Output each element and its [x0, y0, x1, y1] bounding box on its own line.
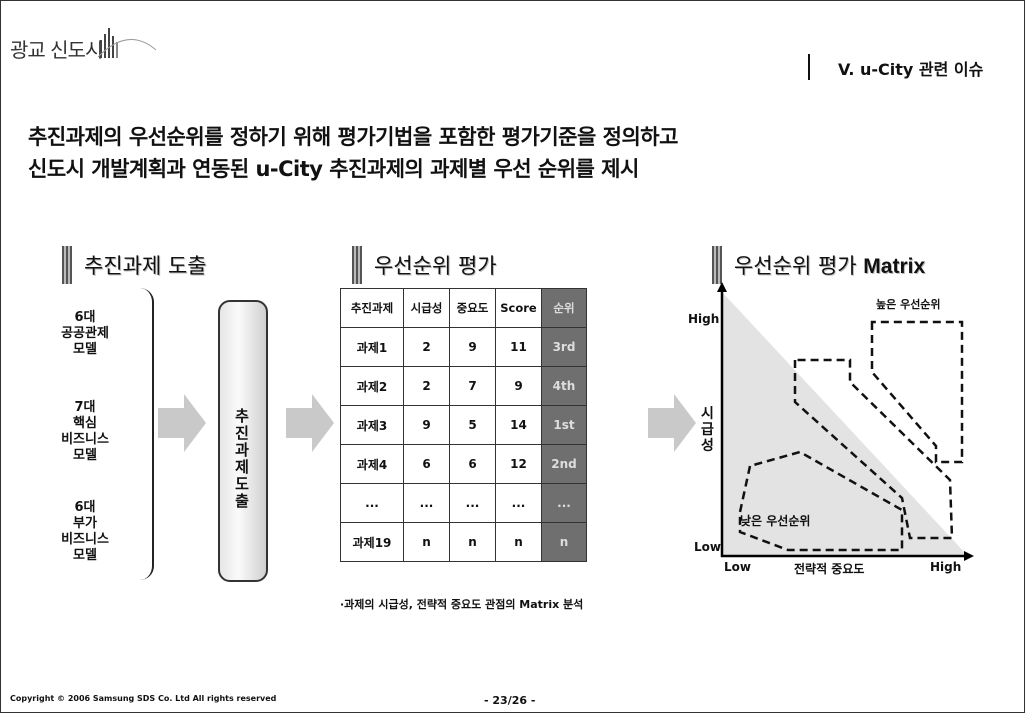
matrix-title-ko: 우선순위 평가	[734, 254, 857, 278]
table-cell: 9	[449, 327, 496, 367]
category-line: 모델	[73, 342, 97, 357]
table-cell: 5	[449, 405, 496, 445]
logo-text: 광교 신도시	[10, 38, 103, 62]
low-priority-zone	[738, 450, 904, 552]
table-cell: 6	[449, 444, 496, 484]
matrix-shaded-area	[722, 292, 968, 556]
city-skyline-icon	[98, 28, 156, 58]
category-core-business: 7대 핵심 비즈니스 모델	[50, 400, 120, 464]
table-header-cell: 시급성	[403, 288, 450, 328]
arrow-right-icon	[648, 394, 696, 452]
table-cell: 12	[495, 444, 542, 484]
derive-column-title: 추진과제 도출	[84, 254, 207, 278]
x-axis-label: 전략적 중요도	[794, 562, 865, 576]
x-high-label: High	[930, 560, 962, 574]
table-cell: 과제3	[340, 405, 404, 445]
arrow-right-icon	[158, 394, 206, 452]
table-row: 과제3 9 5 14 1st	[340, 405, 587, 445]
table-row: 과제1 2 9 11 3rd	[340, 327, 587, 367]
table-cell: 6	[403, 444, 450, 484]
y-axis-label: 시급성	[701, 406, 714, 454]
page-number: - 23/26 -	[484, 694, 536, 707]
tube-label-line: 추진	[235, 407, 249, 442]
table-cell: ...	[449, 483, 496, 523]
priority-table: 추진과제 시급성 중요도 Score 순위 과제1 2 9 11 3rd 과제2…	[340, 288, 587, 562]
table-cell: 과제1	[340, 327, 404, 367]
category-line: 비즈니스	[61, 532, 109, 547]
matrix-title-en: Matrix	[863, 255, 926, 278]
header-bar-marker	[352, 246, 362, 284]
high-priority-label: 높은 우선순위	[876, 298, 941, 311]
table-cell: ...	[495, 483, 542, 523]
category-line: 부가	[73, 516, 97, 531]
table-cell: 9	[403, 405, 450, 445]
derivation-tube-label: 추진 과제 도출	[230, 408, 254, 510]
matrix-column-title: 우선순위 평가 Matrix	[734, 250, 925, 280]
table-header-row: 추진과제 시급성 중요도 Score 순위	[340, 288, 587, 328]
high-priority-zone	[870, 320, 964, 464]
table-cell: 11	[495, 327, 542, 367]
category-line: 6대	[74, 500, 96, 515]
low-priority-label: 낮은 우선순위	[740, 514, 811, 528]
headline-line-2: 신도시 개발계획과 연동된 u-City 추진과제의 과제별 우선 순위를 제시	[28, 157, 639, 181]
category-line: 모델	[73, 548, 97, 563]
rank-cell: 4th	[541, 366, 587, 406]
category-line: 7대	[74, 400, 96, 415]
table-cell: 과제4	[340, 444, 404, 484]
category-line: 6대	[74, 310, 96, 325]
category-line: 공공관제	[61, 326, 109, 341]
rank-cell: 1st	[541, 405, 587, 445]
y-low-label: Low	[694, 540, 721, 554]
table-cell: n	[449, 522, 496, 562]
table-row: 과제2 2 7 9 4th	[340, 366, 587, 406]
table-cell: 과제2	[340, 366, 404, 406]
high-priority-zone	[793, 358, 954, 540]
table-cell: 2	[403, 327, 450, 367]
table-header-cell: 순위	[541, 288, 587, 328]
category-line: 핵심	[73, 416, 97, 431]
rank-cell: n	[541, 522, 587, 562]
tube-label-line: 과제	[235, 441, 249, 476]
section-divider	[808, 54, 810, 80]
rank-cell: 2nd	[541, 444, 587, 484]
table-cell: n	[495, 522, 542, 562]
section-title: V. u-City 관련 이슈	[838, 60, 984, 79]
table-cell: 과제19	[340, 522, 404, 562]
table-cell: 7	[449, 366, 496, 406]
category-brace	[136, 288, 154, 580]
y-axis-arrowhead	[717, 282, 727, 292]
header-bar-marker	[62, 246, 72, 284]
derivation-tube	[218, 300, 268, 582]
evaluate-column-title: 우선순위 평가	[374, 254, 497, 278]
table-footnote: ·과제의 시급성, 전략적 중요도 관점의 Matrix 분석	[340, 598, 584, 611]
table-cell: 9	[495, 366, 542, 406]
table-row: 과제4 6 6 12 2nd	[340, 444, 587, 484]
category-public-control: 6대 공공관제 모델	[50, 310, 120, 358]
category-line: 모델	[73, 448, 97, 463]
table-cell: ...	[340, 483, 404, 523]
y-high-label: High	[688, 312, 720, 326]
table-row: 과제19 n n n n	[340, 522, 587, 562]
x-axis-arrowhead	[964, 551, 974, 561]
table-cell: 2	[403, 366, 450, 406]
category-additional-business: 6대 부가 비즈니스 모델	[50, 500, 120, 564]
table-cell: n	[403, 522, 450, 562]
copyright-text: Copyright © 2006 Samsung SDS Co. Ltd All…	[10, 694, 277, 703]
priority-matrix-diagram	[717, 282, 974, 561]
headline-line-1: 추진과제의 우선순위를 정하기 위해 평가기법을 포함한 평가기준을 정의하고	[28, 125, 678, 149]
table-row: ... ... ... ... ...	[340, 483, 587, 523]
table-cell: ...	[403, 483, 450, 523]
rank-cell: ...	[541, 483, 587, 523]
arrow-right-icon	[286, 394, 334, 452]
table-cell: 14	[495, 405, 542, 445]
x-low-label: Low	[724, 560, 751, 574]
table-header-cell: 추진과제	[340, 288, 404, 328]
header-bar-marker	[712, 246, 722, 284]
table-header-cell: 중요도	[449, 288, 496, 328]
category-line: 비즈니스	[61, 432, 109, 447]
tube-label-line: 도출	[235, 475, 249, 510]
table-header-cell: Score	[495, 288, 542, 328]
rank-cell: 3rd	[541, 327, 587, 367]
